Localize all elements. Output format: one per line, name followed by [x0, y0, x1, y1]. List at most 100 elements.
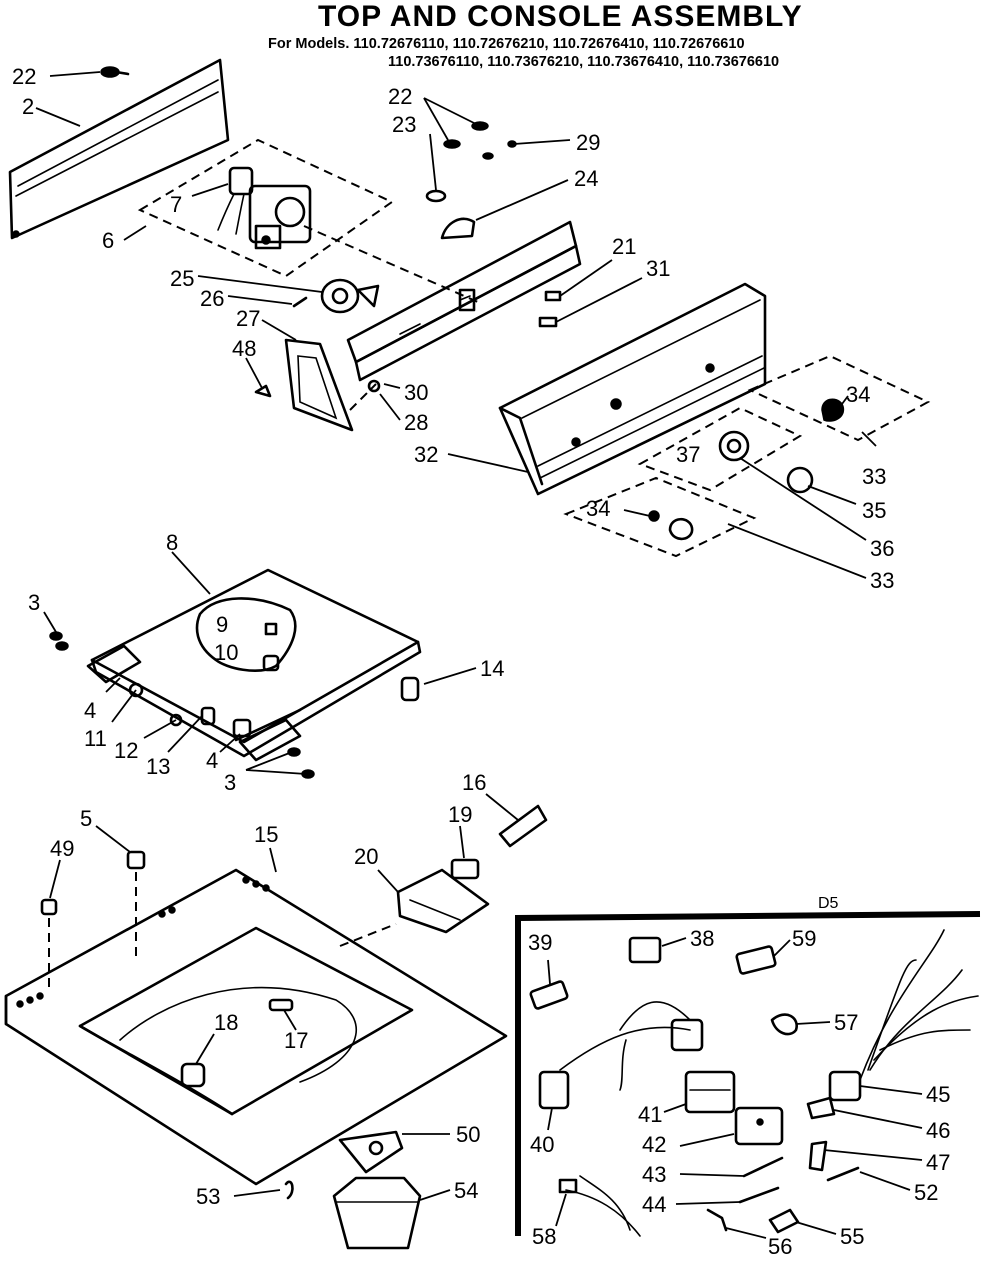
part-39: [529, 980, 569, 1010]
diagram-title: TOP AND CONSOLE ASSEMBLY: [318, 0, 803, 33]
callout-21: 21: [612, 234, 636, 259]
part-55: [768, 1208, 800, 1234]
hinge-parts-11-13: [128, 682, 252, 738]
part-45: [828, 1070, 862, 1102]
knob-group-33-lower: [563, 476, 757, 558]
callout-54: 54: [454, 1178, 478, 1203]
callout-59: 59: [792, 926, 816, 951]
part-59: [735, 945, 777, 975]
callout-12: 12: [114, 738, 138, 763]
callout-4-upper: 4: [84, 698, 96, 723]
callout-38: 38: [690, 926, 714, 951]
callout-29: 29: [576, 130, 600, 155]
knob-bezel-27: [284, 338, 354, 432]
agitator-cap-54: [332, 1176, 422, 1250]
part-42: [734, 1106, 784, 1146]
washer-23: [425, 189, 447, 203]
callout-42: 42: [642, 1132, 666, 1157]
part-57: [770, 1013, 798, 1036]
callout-15: 15: [254, 822, 278, 847]
part-52: [826, 1166, 860, 1182]
callout-33-lower: 33: [870, 568, 894, 593]
callout-57: 57: [834, 1010, 858, 1035]
callout-13: 13: [146, 754, 170, 779]
part-18: [180, 1062, 206, 1088]
callout-36: 36: [870, 536, 894, 561]
callout-d5-kit-label: D5: [818, 895, 839, 912]
callout-34-lower: 34: [586, 496, 610, 521]
screws-22-right: [443, 121, 517, 160]
switch-bracket-20: [396, 868, 490, 934]
part-38: [628, 936, 662, 964]
callout-20: 20: [354, 844, 378, 869]
callout-4-lower: 4: [206, 748, 218, 773]
top-15: [4, 868, 508, 1186]
selector-switch-25: [320, 278, 380, 314]
kit-d5-frame: [515, 911, 981, 1236]
part-47: [808, 1140, 828, 1172]
callout-44: 44: [642, 1192, 666, 1217]
callout-52: 52: [914, 1180, 938, 1205]
callout-43: 43: [642, 1162, 666, 1187]
screw-22-left: [100, 66, 130, 78]
lid-8: [90, 568, 422, 758]
callout-50: 50: [456, 1122, 480, 1147]
callout-41: 41: [638, 1102, 662, 1127]
callout-37: 37: [676, 442, 700, 467]
knob-group-37-36: [637, 406, 814, 494]
bumper-5: [126, 850, 146, 960]
leader-lines: [35, 71, 923, 1239]
callout-8: 8: [166, 530, 178, 555]
knob-group-33-upper: [747, 354, 931, 442]
callout-26: 26: [200, 286, 224, 311]
callout-39: 39: [528, 930, 552, 955]
bumper-14: [400, 676, 420, 702]
callout-53: 53: [196, 1184, 220, 1209]
callout-49: 49: [50, 836, 74, 861]
callout-31: 31: [646, 256, 670, 281]
part-58: [558, 1175, 641, 1237]
callout-28: 28: [404, 410, 428, 435]
callout-33-upper: 33: [862, 464, 886, 489]
callout-47: 47: [926, 1150, 950, 1175]
models-line-1: For Models. 110.72676110, 110.72676210, …: [268, 36, 745, 52]
callout-23: 23: [392, 112, 416, 137]
timer-switch-7: [217, 166, 254, 235]
callout-7: 7: [170, 192, 182, 217]
callout-3-lower: 3: [224, 770, 236, 795]
backguard-panel: [8, 58, 230, 240]
callout-45: 45: [926, 1082, 950, 1107]
screw-26: [292, 296, 308, 308]
part-53: [284, 1180, 294, 1200]
timer-mount-dashed-box: [137, 138, 394, 278]
part-46: [806, 1096, 836, 1120]
callout-27: 27: [236, 306, 260, 331]
bumper-9-10: [262, 622, 280, 672]
callout-14: 14: [480, 656, 504, 681]
callout-17: 17: [284, 1028, 308, 1053]
part-40: [538, 1070, 570, 1110]
part-41: [684, 1070, 736, 1114]
lid-switch-parts-16-19: [450, 804, 548, 880]
clip-48: [254, 384, 272, 398]
callout-46: 46: [926, 1118, 950, 1143]
callout-22-upper-left: 22: [12, 64, 36, 89]
part-44: [738, 1186, 780, 1204]
callout-58: 58: [532, 1224, 556, 1249]
callout-3-upper: 3: [28, 590, 40, 615]
callout-35: 35: [862, 498, 886, 523]
bumper-49: [40, 898, 58, 990]
callout-9: 9: [216, 612, 228, 637]
callout-34-upper: 34: [846, 382, 870, 407]
hinge-4-upper: [86, 644, 142, 684]
callout-32: 32: [414, 442, 438, 467]
part-56: [706, 1208, 728, 1232]
control-bracket-30: [346, 220, 582, 382]
callout-18: 18: [214, 1010, 238, 1035]
hinge-4-lower: [238, 718, 302, 762]
callout-11: 11: [84, 726, 107, 751]
part-50: [338, 1130, 404, 1174]
wire-harness: [559, 1001, 704, 1091]
wire-harness-right: [859, 929, 979, 1081]
